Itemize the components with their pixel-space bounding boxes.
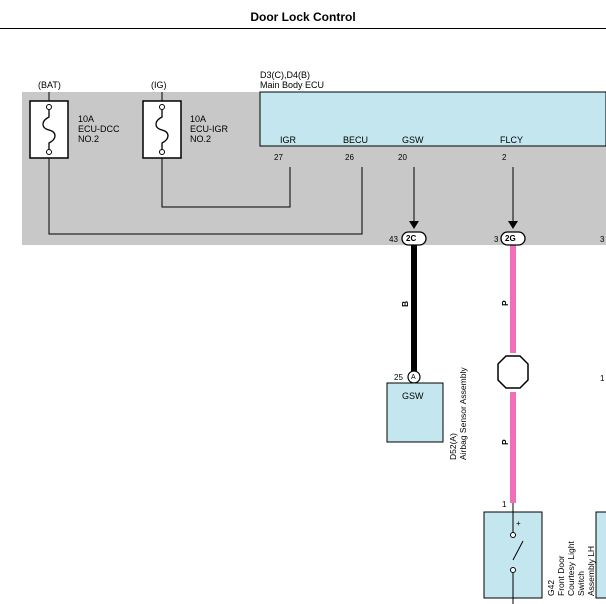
- main-body-ecu-box: [259, 91, 606, 147]
- terminal-flcy: FLCY: [500, 135, 524, 145]
- connector-2g-label: 2G: [505, 234, 516, 243]
- airbag-connector-a: A: [411, 374, 416, 381]
- junction-pin-43: 43: [389, 235, 398, 244]
- fuse-rating-2: 10A: [190, 114, 207, 124]
- terminal-gsw: GSW: [402, 135, 424, 145]
- terminal-igr: IGR: [280, 135, 297, 145]
- fuse-name-1: ECU-DCC NO.2: [78, 124, 120, 144]
- fuse-ecu-igr: [142, 100, 182, 159]
- arrow-gsw: [409, 221, 419, 229]
- title-divider: [0, 28, 606, 29]
- edge-pin-label: 1: [600, 374, 605, 383]
- page-title: Door Lock Control: [250, 10, 356, 24]
- airbag-sensor-label: D52(A) Airbag Sensor Assembly: [448, 367, 468, 460]
- adjacent-switch-box-partial: [595, 511, 606, 599]
- wire-color-p-upper: P: [500, 300, 510, 306]
- terminal-becu: BECU: [343, 135, 369, 145]
- internal-wiring: [48, 92, 514, 235]
- ecu-name: Main Body ECU: [260, 80, 325, 90]
- fuse-rating-1: 10A: [78, 114, 95, 124]
- arrow-flcy: [508, 221, 518, 229]
- edge-junction-label: 3: [600, 235, 605, 244]
- pin-2: 2: [502, 153, 507, 162]
- switch-pin-1: 1: [502, 500, 507, 509]
- fuse-source-bat: (BAT): [38, 80, 61, 90]
- airbag-sensor-box: [386, 382, 444, 443]
- pin-27: 27: [274, 153, 283, 162]
- ecu-code: D3(C),D4(B): [260, 70, 311, 80]
- pin-26: 26: [345, 153, 354, 162]
- connector-2c-label: 2C: [406, 234, 417, 243]
- fuse-ecu-dcc: [29, 100, 69, 159]
- wire-color-p-lower: P: [500, 439, 510, 445]
- junction-pin-3: 3: [494, 235, 499, 244]
- wire-color-b: B: [400, 300, 410, 307]
- connector-2c: [401, 231, 427, 246]
- airbag-pin-25: 25: [394, 373, 403, 382]
- connector-2g: [500, 231, 526, 246]
- switch-symbol: [510, 512, 524, 604]
- switch-polarity: +: [516, 519, 521, 528]
- pin-20: 20: [398, 153, 407, 162]
- airbag-terminal-gsw: GSW: [402, 391, 424, 401]
- splice-octagon: [497, 355, 529, 389]
- fuse-name-2: ECU-IGR NO.2: [190, 124, 228, 144]
- fuse-source-ig: (IG): [151, 80, 167, 90]
- courtesy-switch-label: G42 Front Door Courtesy Light Switch Ass…: [546, 541, 596, 596]
